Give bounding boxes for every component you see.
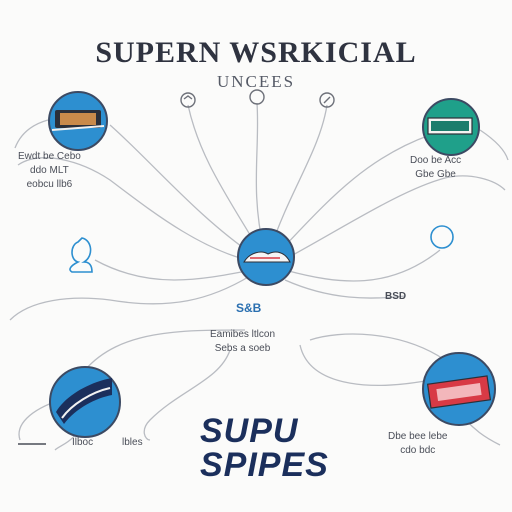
circle-outline-icon bbox=[430, 225, 454, 249]
flag-node-icon[interactable] bbox=[422, 352, 496, 426]
connector bbox=[255, 102, 265, 251]
label-line: ddo MLT bbox=[30, 165, 69, 176]
label-line: Eamibes ltlcon bbox=[210, 329, 276, 340]
connector bbox=[109, 124, 259, 259]
label-line: eobcu llb6 bbox=[26, 179, 73, 190]
circle-outline-icon bbox=[249, 89, 265, 105]
bottom-left-label-b: lbles bbox=[122, 437, 143, 448]
label-line: Gbe Gbe bbox=[415, 169, 456, 180]
label-line: Dbe bee lebe bbox=[388, 431, 448, 442]
circle-outline-icon bbox=[319, 92, 335, 108]
connector bbox=[309, 333, 446, 361]
pin-icon bbox=[180, 92, 196, 108]
bottom-left-label-a: Ilboc bbox=[72, 437, 94, 448]
connector bbox=[269, 104, 328, 251]
connector bbox=[284, 279, 406, 299]
shield-node-icon[interactable] bbox=[49, 366, 121, 438]
connector-lines bbox=[9, 102, 509, 451]
connector bbox=[143, 349, 231, 441]
shoe-node-icon[interactable] bbox=[237, 228, 295, 286]
banner-node-icon[interactable] bbox=[422, 98, 480, 156]
bottom-title-line1: SUPU bbox=[200, 412, 299, 450]
diagram-title: SUPERN WSRKICIAL bbox=[95, 36, 417, 69]
label-line: cdo bdc bbox=[400, 445, 436, 456]
connector bbox=[299, 344, 431, 387]
label-line: Sebs a soeb bbox=[214, 343, 271, 354]
center-text: Eamibes ltlcon Sebs a soeb bbox=[210, 328, 275, 356]
connector bbox=[14, 119, 49, 149]
laptop-node-icon[interactable] bbox=[48, 91, 108, 151]
diagram-subtitle: UNCEES bbox=[216, 72, 296, 91]
connector bbox=[17, 157, 256, 263]
connector bbox=[284, 249, 441, 282]
connector bbox=[84, 329, 246, 371]
connector bbox=[275, 134, 431, 256]
connector bbox=[279, 175, 506, 263]
label-line: Doo be Acc bbox=[410, 155, 462, 166]
person-outline-icon bbox=[69, 237, 93, 273]
connector bbox=[9, 275, 251, 321]
right-mid-label: BSD bbox=[385, 291, 407, 302]
label-line: Ewdt be Cebo bbox=[18, 151, 81, 162]
connector bbox=[479, 129, 509, 161]
connector bbox=[94, 259, 253, 281]
bottom-title-line2: SPIPES bbox=[200, 446, 329, 484]
right-top-label: Doo be Acc Gbe Gbe bbox=[410, 154, 461, 182]
bottom-right-label: Dbe bee lebe cdo bdc bbox=[388, 430, 448, 458]
center-label: S&B bbox=[236, 301, 262, 315]
left-top-label: Ewdt be Cebo ddo MLT eobcu llb6 bbox=[18, 150, 81, 192]
